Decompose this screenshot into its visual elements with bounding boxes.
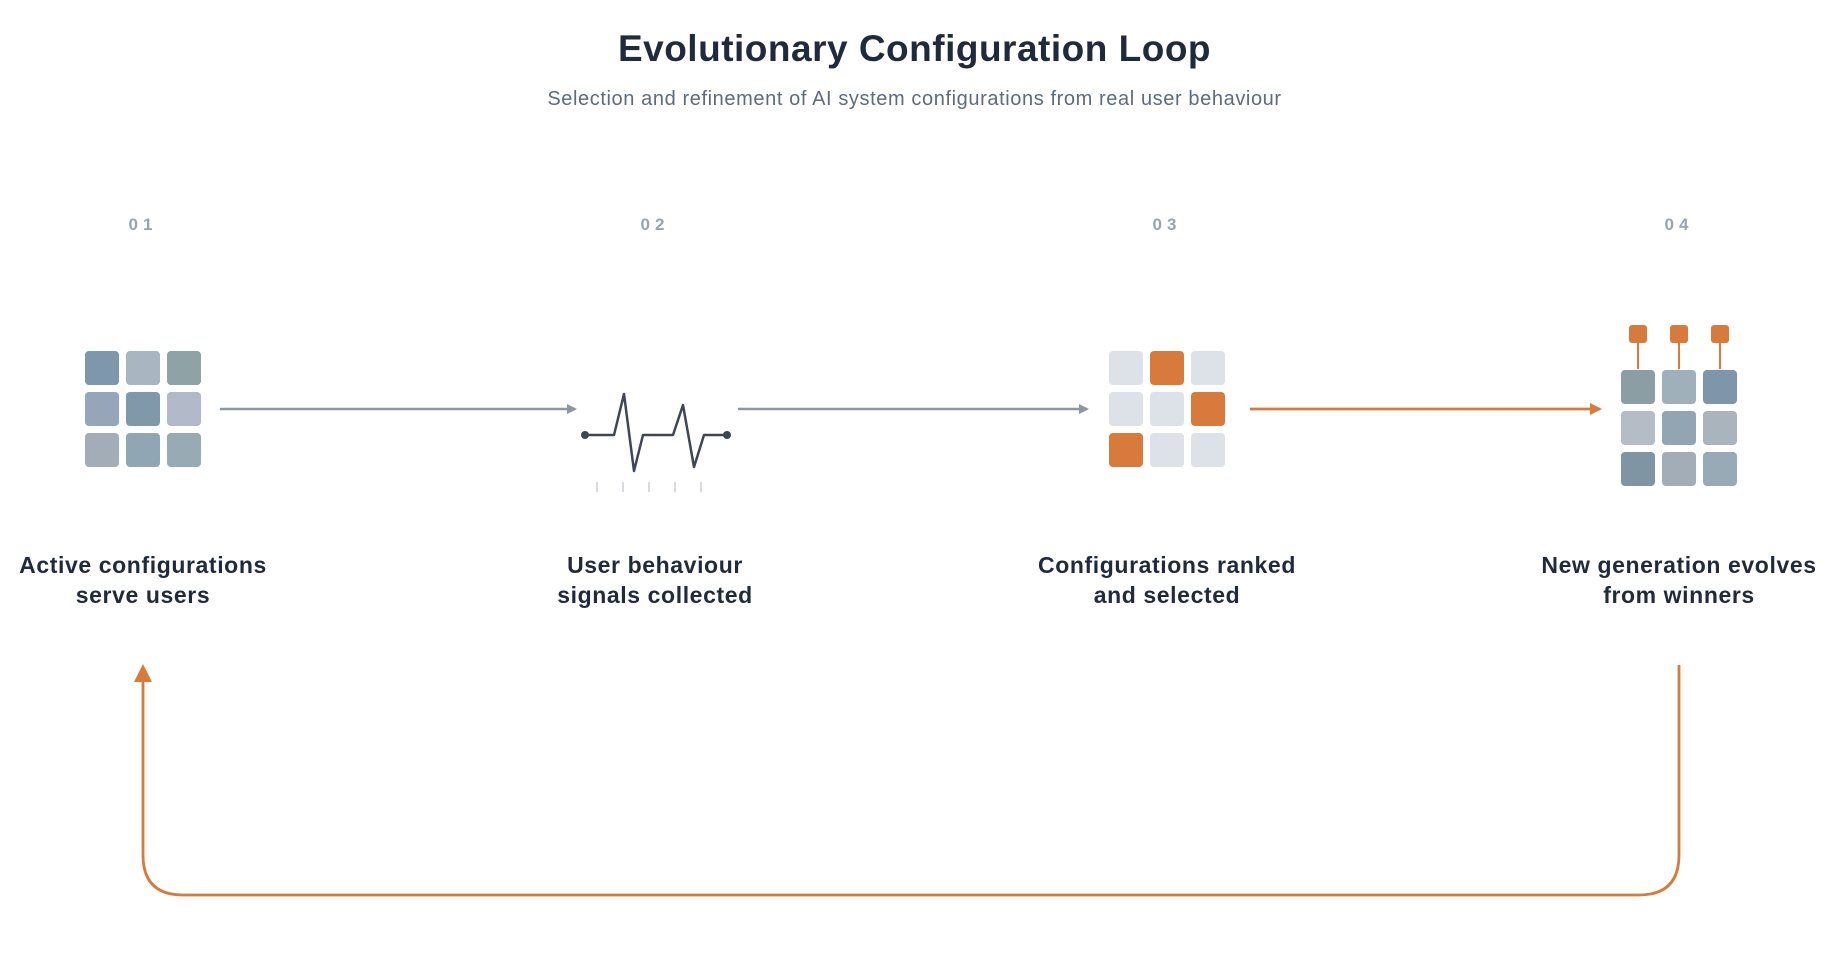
step-label-04-line1: New generation evolves	[1541, 552, 1817, 578]
step-label-02-line1: User behaviour	[567, 552, 743, 578]
signal-waveform-icon	[581, 392, 731, 492]
step-label-02: User behaviour signals collected	[495, 550, 815, 610]
step-number-03: 03	[1152, 215, 1182, 234]
step-label-02-line2: signals collected	[557, 582, 753, 608]
step-label-04: New generation evolves from winners	[1519, 550, 1829, 610]
loop-arrowhead	[134, 664, 152, 682]
page-title: Evolutionary Configuration Loop	[617, 28, 1212, 69]
step-label-03-line1: Configurations ranked	[1038, 552, 1296, 578]
configuration-grid-icon	[85, 351, 201, 467]
page-subtitle: Selection and refinement of AI system co…	[547, 88, 1282, 110]
loop-connector-04-01	[141, 665, 1681, 897]
step-number-04: 04	[1664, 215, 1694, 234]
step-label-03: Configurations ranked and selected	[1007, 550, 1327, 610]
step-label-01: Active configurations serve users	[0, 550, 303, 610]
step-label-04-line2: from winners	[1603, 582, 1755, 608]
step-number-01: 01	[128, 215, 158, 234]
step-number-02: 02	[640, 215, 670, 234]
evolved-grid-icon	[1621, 325, 1737, 486]
step-label-01-line1: Active configurations	[19, 552, 267, 578]
step-label-01-line2: serve users	[75, 582, 211, 608]
step-label-03-line2: and selected	[1093, 582, 1241, 608]
ranked-grid-icon	[1109, 351, 1225, 467]
